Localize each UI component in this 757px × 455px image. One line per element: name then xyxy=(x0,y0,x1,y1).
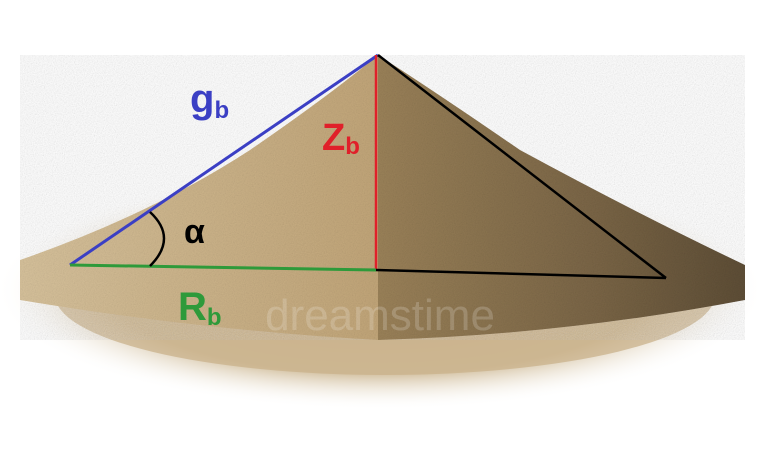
height-label-main: Z xyxy=(322,117,345,159)
radius-label-sub: b xyxy=(207,304,222,331)
angle-arc xyxy=(149,211,166,267)
right-base-line xyxy=(375,268,667,280)
slant-label-main: g xyxy=(190,77,214,121)
radius-label: Rb xyxy=(178,285,222,331)
slant-label: gb xyxy=(190,77,229,124)
slant-label-sub: b xyxy=(214,97,229,124)
radius-label-main: R xyxy=(178,285,207,329)
slant-line xyxy=(69,53,379,267)
right-slope-line xyxy=(377,54,667,279)
watermark: dreamstime xyxy=(265,291,495,340)
height-label-sub: b xyxy=(345,133,360,160)
height-label: Zb xyxy=(322,117,360,160)
radius-line xyxy=(69,263,377,272)
angle-label: α xyxy=(184,213,205,251)
